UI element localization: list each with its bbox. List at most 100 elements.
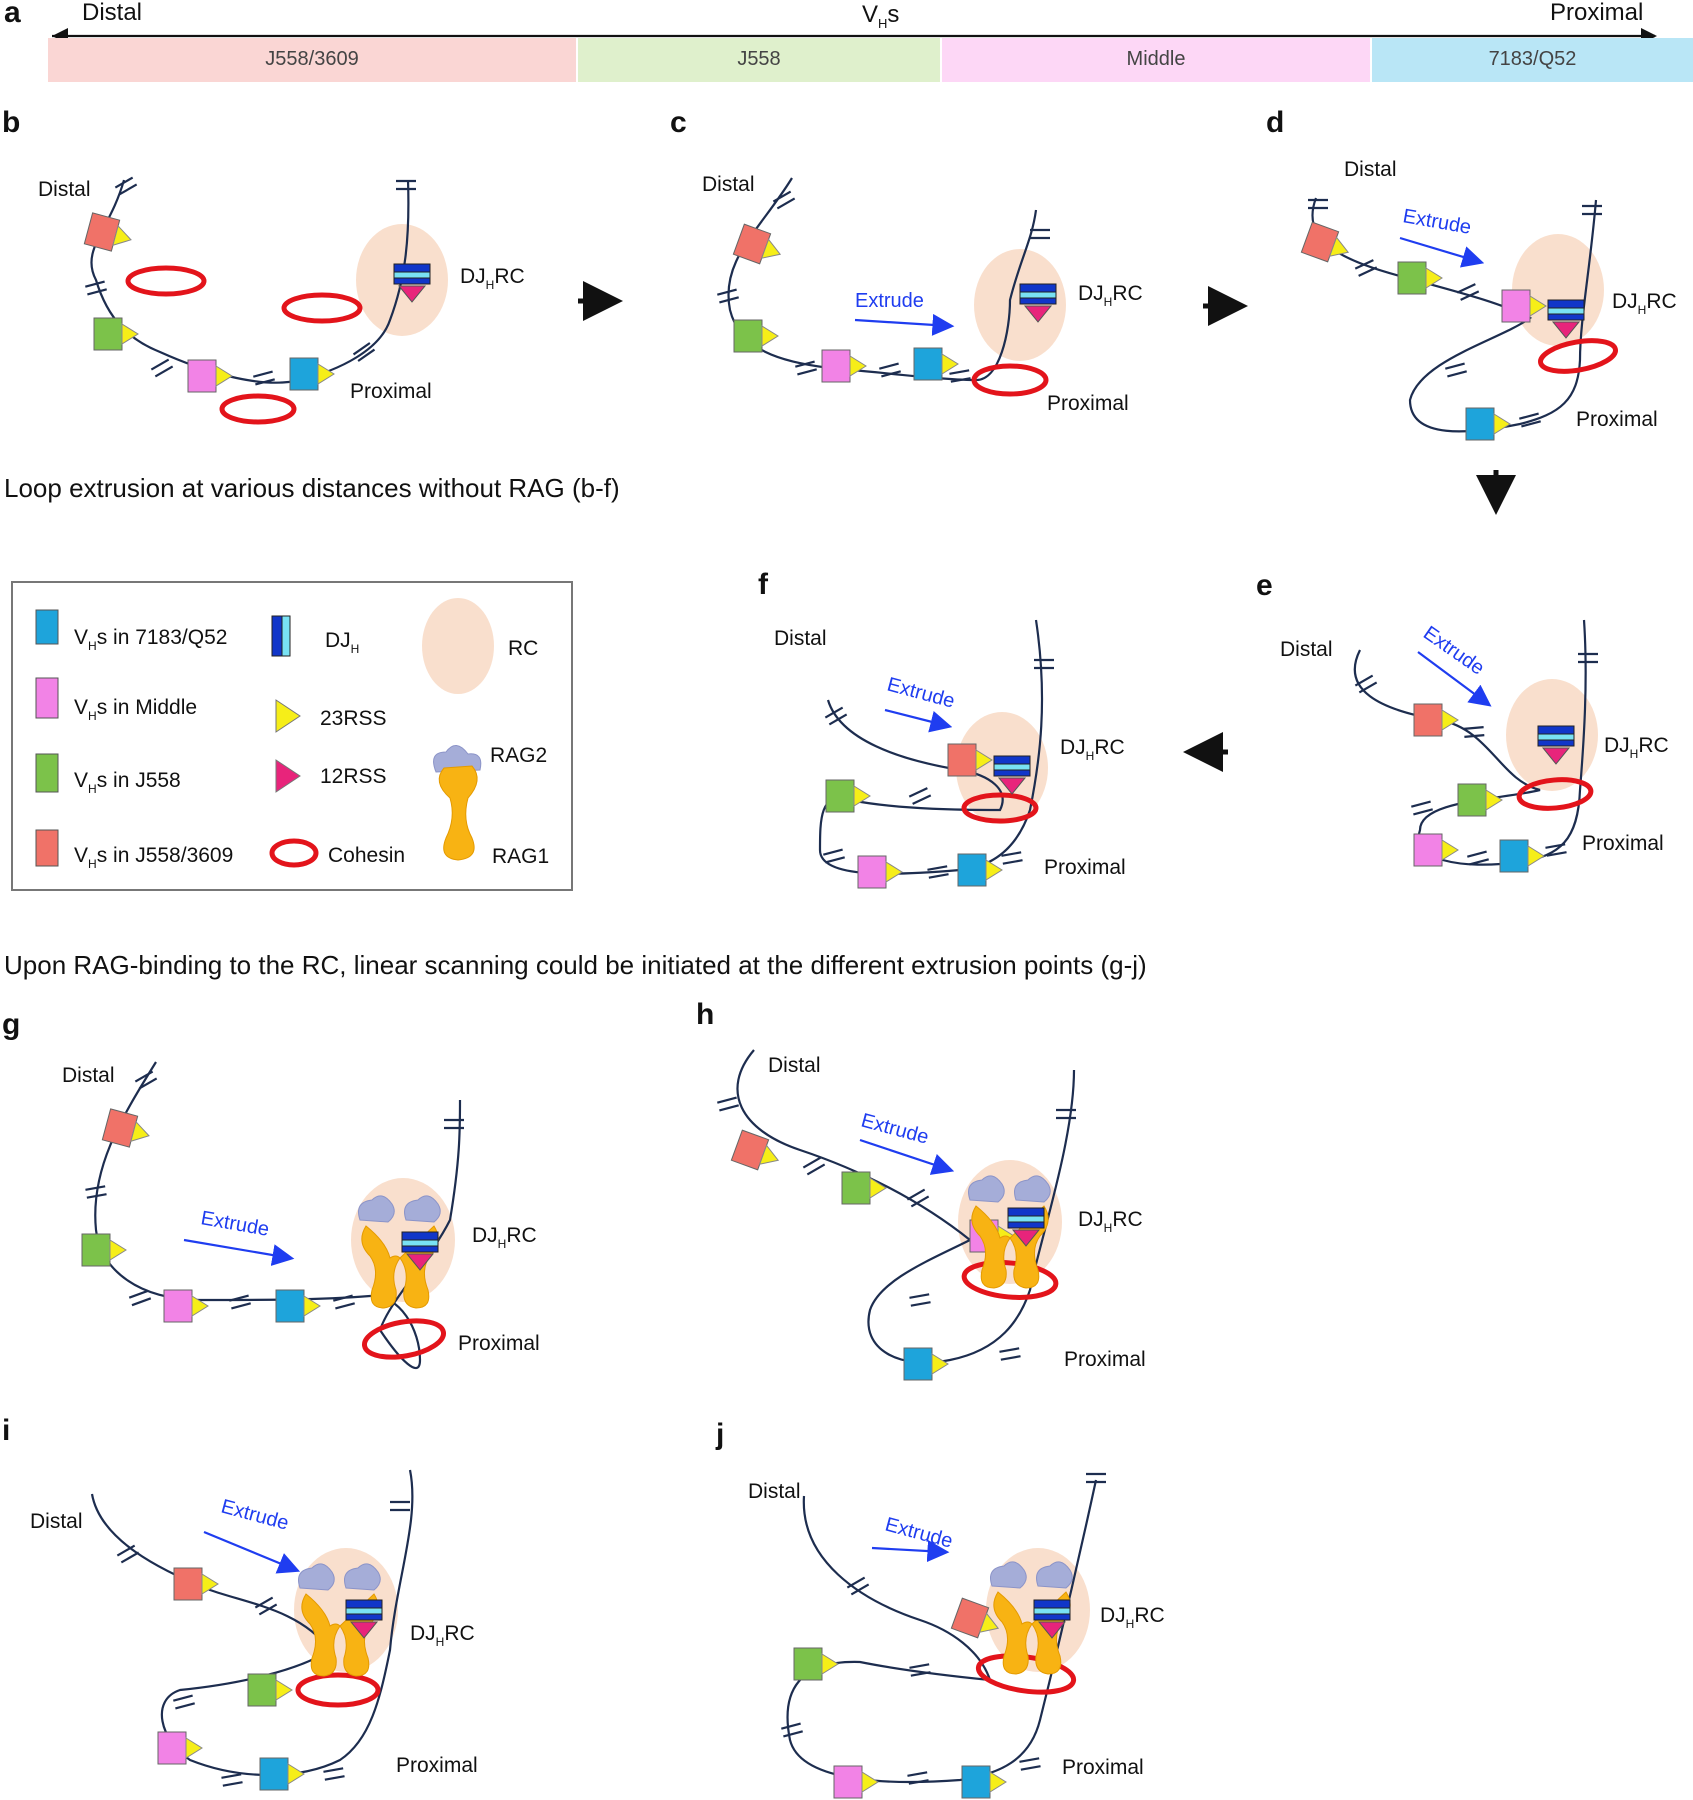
strand-break-icon bbox=[823, 848, 845, 864]
segment-label: 7183/Q52 bbox=[1489, 48, 1577, 70]
vh-segment-icon bbox=[1413, 833, 1459, 867]
strand-break-icon bbox=[1019, 1757, 1041, 1771]
vh-segment-icon bbox=[289, 357, 335, 391]
djh-rc-label: DJHRC bbox=[1612, 290, 1677, 317]
segment-bar bbox=[48, 38, 576, 82]
flow-arrows bbox=[578, 281, 1516, 772]
distal-label: Distal bbox=[30, 1510, 83, 1533]
cohesin-ring-icon bbox=[1516, 777, 1594, 811]
strand-break-icon bbox=[1519, 412, 1541, 428]
vh-segment-icon bbox=[1397, 261, 1443, 295]
vh-segment-icon bbox=[163, 1289, 209, 1323]
panel-letter-a: a bbox=[4, 0, 21, 29]
djh-rss-icon bbox=[1007, 1207, 1045, 1247]
cohesin-ring-icon bbox=[971, 363, 1049, 397]
strand-break-icon bbox=[1001, 851, 1023, 865]
strand-break-icon bbox=[846, 1576, 870, 1596]
strand-break-icon bbox=[802, 1156, 826, 1176]
panel-letter: b bbox=[2, 106, 20, 139]
strand-break-icon bbox=[85, 280, 107, 296]
djh-rss-icon bbox=[401, 1231, 439, 1271]
strand-break-icon bbox=[254, 1596, 278, 1616]
strand-break-icon bbox=[253, 370, 275, 386]
strand-break-icon bbox=[85, 1185, 107, 1199]
proximal-label: Proximal bbox=[1044, 856, 1126, 879]
legend-rc-icon bbox=[422, 598, 494, 694]
legend-label-rc: RC bbox=[508, 637, 538, 660]
vh-segment-icon bbox=[961, 1765, 1007, 1799]
strand-break-icon bbox=[717, 288, 739, 304]
djh-rss-icon bbox=[1537, 725, 1575, 765]
djh-rss-icon bbox=[993, 755, 1031, 795]
strand-break-icon bbox=[1545, 843, 1567, 857]
segment-label: Middle bbox=[1127, 48, 1186, 70]
vh-segment-icon bbox=[93, 317, 139, 351]
legend-swatch-j558 bbox=[35, 753, 59, 793]
distal-label: Distal bbox=[768, 1054, 821, 1077]
strand-break-icon bbox=[824, 706, 848, 726]
vh-segment-icon bbox=[1457, 783, 1503, 817]
extrude-arrow-icon bbox=[854, 313, 955, 336]
caption-b-f: Loop extrusion at various distances with… bbox=[4, 473, 620, 503]
proximal-label: Proximal bbox=[1064, 1348, 1146, 1371]
segment-label: J558 bbox=[737, 48, 780, 70]
proximal-label: Proximal bbox=[1062, 1756, 1144, 1779]
strand-break-icon bbox=[949, 369, 971, 383]
segment-bar bbox=[578, 38, 940, 82]
strand-break-icon bbox=[1411, 800, 1433, 816]
legend-djh-icon bbox=[271, 615, 291, 657]
strand-break-icon bbox=[999, 1347, 1021, 1361]
djh-rc-label: DJHRC bbox=[1078, 282, 1143, 309]
proximal-label: Proximal bbox=[1582, 832, 1664, 855]
extrude-label: Extrude bbox=[199, 1207, 271, 1241]
extrude-arrow-icon bbox=[884, 708, 953, 733]
legend-label-7183: VHs in 7183/Q52 bbox=[74, 626, 227, 653]
distal-label: Distal bbox=[1344, 158, 1397, 181]
strand-break-icon bbox=[879, 362, 901, 378]
strand-break-icon bbox=[333, 1294, 355, 1310]
vh-segment-icon bbox=[730, 1129, 780, 1171]
dna-strand bbox=[727, 177, 1038, 382]
strand-break-icon bbox=[150, 358, 174, 378]
strand-break-icon bbox=[352, 342, 376, 362]
djh-rc-label: DJHRC bbox=[1100, 1604, 1165, 1631]
strand-break-icon bbox=[444, 1118, 464, 1130]
legend-label-12rss: 12RSS bbox=[320, 765, 387, 788]
vh-segment-icon bbox=[259, 1757, 305, 1791]
segment-bar bbox=[1372, 38, 1693, 82]
proximal-label: Proximal bbox=[1576, 408, 1658, 431]
strand-break-icon bbox=[173, 1694, 195, 1710]
vh-segment-icon bbox=[903, 1347, 949, 1381]
cohesin-ring-icon bbox=[961, 1260, 1059, 1300]
dna-strand bbox=[90, 1469, 414, 1777]
legend-label-middle: VHs in Middle bbox=[74, 696, 197, 723]
vh-segment-icon bbox=[947, 743, 993, 777]
vh-segment-icon bbox=[913, 347, 959, 381]
segment-label: J558/3609 bbox=[265, 48, 358, 70]
strand-break-icon bbox=[221, 1773, 243, 1787]
vh-segment-icon bbox=[173, 1567, 219, 1601]
cohesin-ring-icon bbox=[361, 1318, 447, 1360]
strand-break-icon bbox=[1030, 228, 1050, 240]
rag-complex-icon bbox=[298, 1563, 381, 1677]
strand-break-icon bbox=[1056, 1108, 1076, 1120]
djh-rss-icon bbox=[393, 263, 431, 303]
vhs-segments: J558/3609 J558 Middle 7183/Q52 bbox=[48, 38, 1693, 82]
vh-segment-icon bbox=[1465, 407, 1511, 441]
proximal-label: Proximal bbox=[1047, 392, 1129, 415]
strand-break-icon bbox=[781, 1722, 803, 1738]
strand-break-icon bbox=[114, 176, 138, 196]
vh-segment-icon bbox=[1300, 221, 1350, 263]
strand-break-icon bbox=[134, 1070, 158, 1090]
dna-strand bbox=[786, 1479, 1098, 1784]
djh-rc-label: DJHRC bbox=[1060, 736, 1125, 763]
vh-segment-icon bbox=[825, 779, 871, 813]
rag-complex-icon bbox=[968, 1175, 1051, 1289]
djh-rss-icon bbox=[1547, 299, 1585, 339]
strand-break-icon bbox=[1354, 674, 1378, 694]
axis-title: VHs bbox=[862, 1, 899, 31]
